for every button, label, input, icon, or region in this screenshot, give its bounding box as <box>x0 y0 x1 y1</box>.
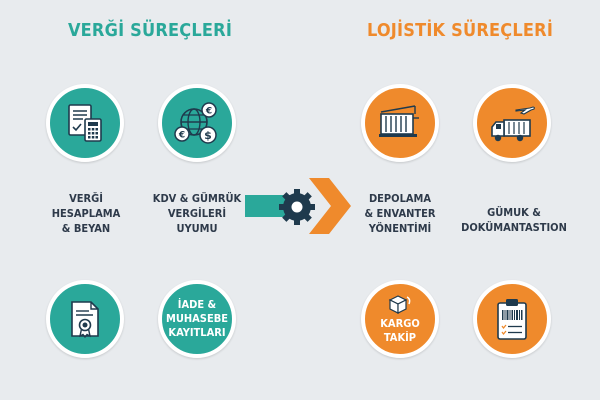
logistics-processes-title: LOJİSTİK SÜREÇLERİ <box>366 20 554 41</box>
warehouse-node <box>361 84 439 162</box>
customs-docs-icon-node <box>473 84 551 162</box>
refund-accounting-icon-node <box>46 280 124 358</box>
truck-plane-icon <box>491 106 535 142</box>
cargo-tracking-label: KARGO TAKİP <box>380 317 420 344</box>
invoice-calculator-icon <box>68 104 102 142</box>
refund-accounting-label: İADE & MUHASEBE KAYITLARI <box>165 298 229 339</box>
svg-text:€: € <box>178 131 185 141</box>
warehouse-label: DEPOLAMA & ENVANTER YÖNENTİMİ <box>364 192 436 235</box>
tax-processes-title: VERĞİ SÜREÇLERİ <box>67 20 233 41</box>
tax-calculation-label: VERĞİ HESAPLAMA & BEYAN <box>51 192 121 235</box>
currency-globe-icon: € € $ <box>174 102 217 144</box>
certificate-icon <box>71 301 99 339</box>
refund-accounting-node: İADE & MUHASEBE KAYITLARI <box>158 280 236 358</box>
barcode-node <box>473 280 551 358</box>
cargo-tracking-node: KARGO TAKİP <box>361 280 439 358</box>
vat-customs-node: € € $ <box>158 84 236 162</box>
arrow-gear-icon <box>245 178 351 234</box>
barcode-clipboard-icon <box>497 299 527 340</box>
svg-text:€: € <box>205 107 212 117</box>
customs-docs-label: GÜMUK & DOKÜMANTASTION <box>461 206 567 234</box>
tax-calculation-node <box>46 84 124 162</box>
svg-text:$: $ <box>204 129 212 142</box>
vat-customs-label: KDV & GÜMRÜK VERGİLERİ UYUMU <box>152 192 242 235</box>
cargo-container-icon <box>379 105 419 137</box>
package-icon <box>388 295 411 314</box>
